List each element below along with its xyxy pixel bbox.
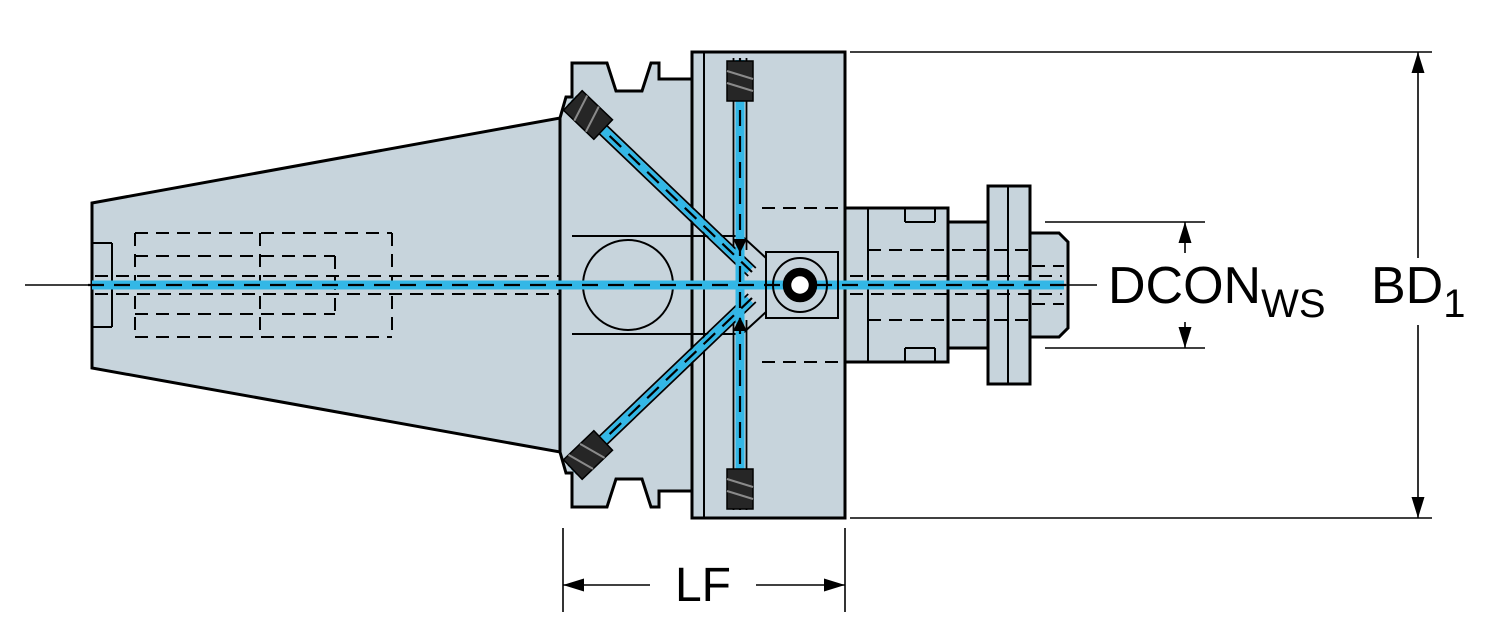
plug-upper-left bbox=[562, 89, 614, 141]
hub-orifice-ring bbox=[782, 267, 818, 303]
arrowhead-up bbox=[1411, 52, 1425, 73]
plug-hatch bbox=[573, 95, 600, 133]
hub-housing bbox=[765, 251, 839, 319]
dcon-label: DCONWS bbox=[1108, 257, 1326, 326]
dimension-dcon: DCONWS bbox=[1045, 221, 1326, 349]
plug-hatch bbox=[726, 478, 754, 500]
plug-screw bbox=[562, 429, 614, 481]
arrowhead-left bbox=[563, 578, 584, 592]
plug-screw bbox=[562, 89, 614, 141]
dimension-lf: LF bbox=[562, 528, 846, 612]
dcon-label-main: DCON bbox=[1108, 257, 1261, 315]
arrowhead-down bbox=[1411, 497, 1425, 518]
arrowhead-up bbox=[1178, 222, 1192, 243]
plug-hatch bbox=[726, 70, 754, 92]
arrowhead-right bbox=[824, 578, 845, 592]
plug-screw bbox=[726, 468, 754, 510]
coolant-hub bbox=[765, 251, 839, 319]
plug-lower-left bbox=[562, 429, 614, 481]
valve-seat bbox=[733, 317, 747, 331]
bd1-label-sub: 1 bbox=[1443, 282, 1465, 326]
valve-seat bbox=[733, 239, 747, 253]
dcon-label-sub: WS bbox=[1261, 282, 1325, 326]
hub-outer-circle bbox=[772, 257, 828, 313]
plug-top bbox=[726, 60, 754, 102]
arrowhead-down bbox=[1178, 327, 1192, 348]
bd1-label: BD1 bbox=[1371, 257, 1466, 326]
dimension-bd1: BD1 bbox=[850, 51, 1466, 519]
plug-hatch bbox=[568, 442, 606, 470]
plug-bottom bbox=[726, 468, 754, 510]
drive-slot bbox=[904, 208, 936, 223]
coolant-plugs bbox=[562, 60, 754, 510]
lf-label: LF bbox=[675, 559, 731, 612]
plug-screw bbox=[726, 60, 754, 102]
bd1-label-main: BD bbox=[1371, 257, 1443, 315]
drive-slot bbox=[904, 347, 936, 362]
